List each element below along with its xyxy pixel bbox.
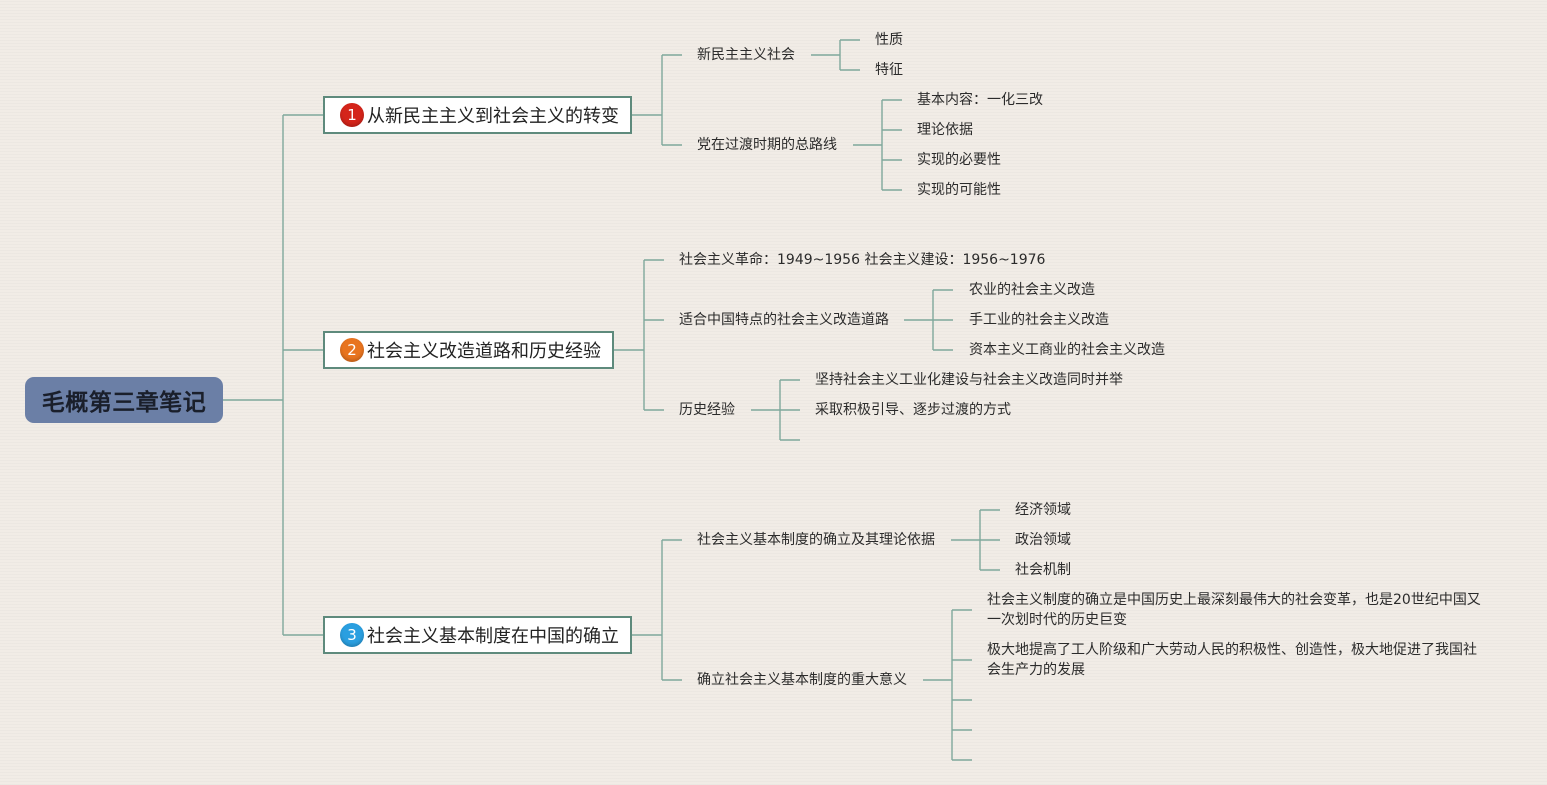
central-topic-label: 毛概第三章笔记 (41, 390, 207, 416)
main-topic-3[interactable]: 3 社会主义基本制度在中国的确立 (323, 616, 632, 654)
leaf-3-2-1[interactable]: 社会主义制度的确立是中国历史上最深刻最伟大的社会变革，也是20世纪中国又一次划时… (987, 592, 1481, 628)
subtopic-1-2[interactable]: 党在过渡时期的总路线 (697, 137, 837, 153)
leaf-1-2-3[interactable]: 实现的必要性 (917, 152, 1001, 168)
leaf-3-2-2[interactable]: 极大地提高了工人阶级和广大劳动人民的积极性、创造性，极大地促进了我国社会生产力的… (987, 642, 1477, 678)
main-topic-1[interactable]: 1 从新民主主义到社会主义的转变 (323, 96, 632, 134)
subtopic-2-2[interactable]: 适合中国特点的社会主义改造道路 (679, 312, 889, 328)
leaf-2-3-1[interactable]: 坚持社会主义工业化建设与社会主义改造同时并举 (815, 372, 1123, 388)
leaf-2-3-2[interactable]: 采取积极引导、逐步过渡的方式 (815, 402, 1011, 418)
leaf-1-2-1[interactable]: 基本内容：一化三改 (917, 92, 1043, 108)
leaf-3-1-3[interactable]: 社会机制 (1015, 562, 1071, 578)
main-topic-3-label: 社会主义基本制度在中国的确立 (367, 626, 619, 647)
leaf-1-1-2[interactable]: 特征 (875, 62, 903, 78)
leaf-2-2-3[interactable]: 资本主义工商业的社会主义改造 (969, 342, 1165, 358)
central-topic[interactable]: 毛概第三章笔记 (25, 377, 223, 423)
leaf-3-1-2[interactable]: 政治领域 (1015, 532, 1071, 548)
leaf-1-1-1[interactable]: 性质 (875, 32, 903, 48)
subtopic-3-2[interactable]: 确立社会主义基本制度的重大意义 (697, 672, 907, 688)
leaf-1-2-2[interactable]: 理论依据 (917, 122, 973, 138)
main-topic-2[interactable]: 2 社会主义改造道路和历史经验 (323, 331, 614, 369)
priority-2-icon: 2 (340, 338, 364, 362)
leaf-3-1-1[interactable]: 经济领域 (1015, 502, 1071, 518)
subtopic-1-1[interactable]: 新民主主义社会 (697, 47, 795, 63)
main-topic-1-label: 从新民主主义到社会主义的转变 (367, 106, 619, 127)
leaf-2-2-1[interactable]: 农业的社会主义改造 (969, 282, 1095, 298)
main-topic-2-label: 社会主义改造道路和历史经验 (367, 341, 601, 362)
priority-1-icon: 1 (340, 103, 364, 127)
leaf-2-2-2[interactable]: 手工业的社会主义改造 (969, 312, 1109, 328)
priority-3-icon: 3 (340, 623, 364, 647)
subtopic-2-1[interactable]: 社会主义革命：1949~1956 社会主义建设：1956~1976 (679, 252, 1046, 268)
subtopic-2-3[interactable]: 历史经验 (679, 402, 735, 418)
leaf-1-2-4[interactable]: 实现的可能性 (917, 182, 1001, 198)
subtopic-3-1[interactable]: 社会主义基本制度的确立及其理论依据 (697, 532, 935, 548)
